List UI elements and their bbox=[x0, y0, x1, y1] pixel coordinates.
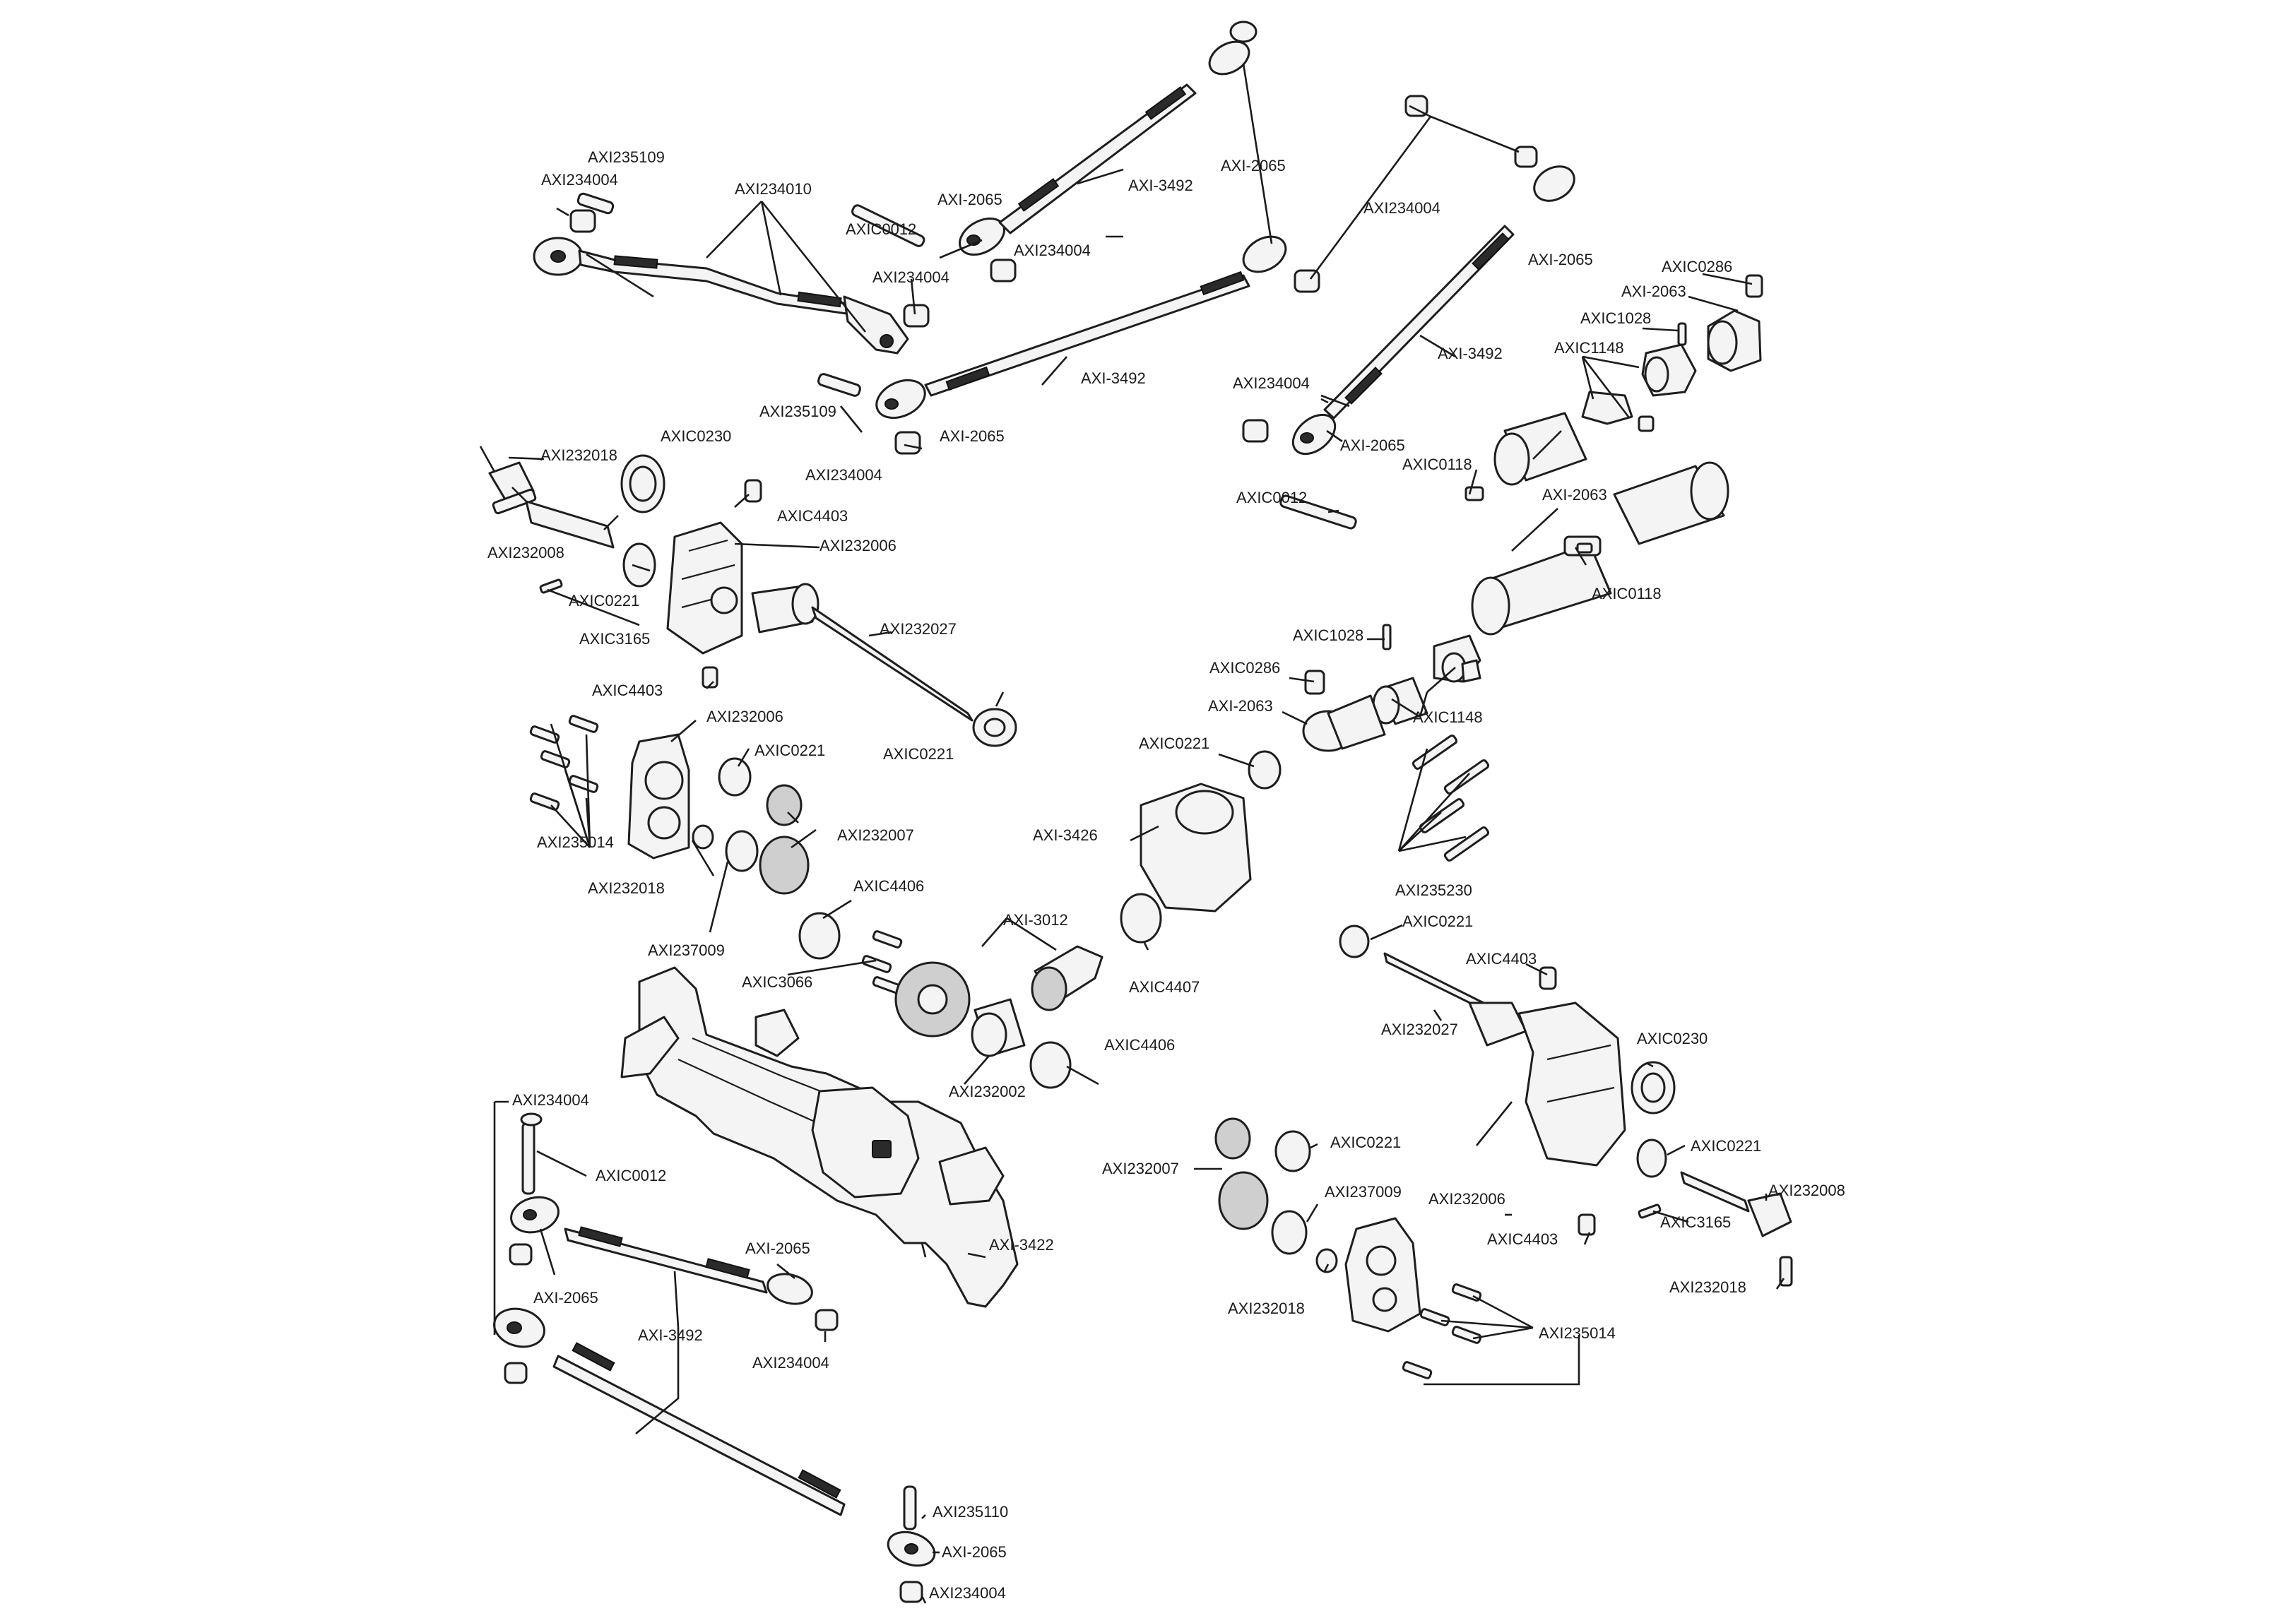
label-axic4403-left-mid: AXIC4403 bbox=[592, 682, 663, 699]
label-axi2065-lower-left: AXI-2065 bbox=[533, 1289, 598, 1307]
label-axic1028-top: AXIC1028 bbox=[1580, 309, 1651, 327]
label-axi232018-right: AXI232018 bbox=[1669, 1278, 1746, 1296]
label-axi235014-right: AXI235014 bbox=[1539, 1324, 1616, 1342]
label-axi237009-left: AXI237009 bbox=[648, 941, 725, 959]
left-knuckle-upper bbox=[488, 454, 762, 689]
label-axi235230: AXI235230 bbox=[1395, 881, 1472, 899]
label-axi234004-right-top: AXI234004 bbox=[1363, 199, 1440, 217]
label-axi232018-right-mid: AXI232018 bbox=[1228, 1300, 1305, 1317]
right-knuckle-assembly bbox=[1339, 735, 1793, 1287]
left-stub-axle bbox=[751, 583, 1017, 747]
label-axi2063-center: AXI-2063 bbox=[1208, 697, 1273, 715]
label-axic0286-top: AXIC0286 bbox=[1662, 258, 1732, 275]
label-axi234004-mid: AXI234004 bbox=[805, 466, 882, 484]
label-axi237009-right: AXI237009 bbox=[1325, 1183, 1402, 1201]
label-axi3426: AXI-3426 bbox=[1033, 826, 1098, 844]
label-axi3422: AXI-3422 bbox=[989, 1236, 1054, 1254]
label-axi2065-lower-bottom: AXI-2065 bbox=[942, 1543, 1007, 1561]
label-axic1028-mid: AXIC1028 bbox=[1293, 626, 1363, 644]
label-axi232027-right: AXI232027 bbox=[1381, 1021, 1458, 1038]
label-axic4403-left-top: AXIC4403 bbox=[777, 507, 848, 525]
label-axic0221-left-mid: AXIC0221 bbox=[883, 745, 954, 763]
label-axic3066: AXIC3066 bbox=[742, 973, 812, 991]
label-axi232006-left-mid: AXI232006 bbox=[706, 708, 783, 725]
yoke-assembly-center bbox=[1302, 624, 1481, 752]
label-axi232018-left-mid: AXI232018 bbox=[588, 879, 665, 897]
label-axic3165-left: AXIC3165 bbox=[579, 630, 650, 648]
label-axi232007-right: AXI232007 bbox=[1102, 1160, 1179, 1177]
label-axic0012-top: AXIC0012 bbox=[846, 220, 916, 238]
label-axic3165-right: AXIC3165 bbox=[1660, 1213, 1731, 1231]
label-axic4406-center: AXIC4406 bbox=[1104, 1036, 1175, 1054]
label-axi232006-right: AXI232006 bbox=[1428, 1190, 1505, 1208]
upper-link-left bbox=[533, 192, 930, 355]
left-gear-cover bbox=[529, 715, 841, 960]
label-axic0221-left-top: AXIC0221 bbox=[569, 592, 639, 610]
axle-housing bbox=[620, 966, 1019, 1308]
label-axic0012-right: AXIC0012 bbox=[1236, 489, 1307, 506]
label-axi234010: AXI234010 bbox=[735, 180, 812, 198]
label-axi3492-mid: AXI-3492 bbox=[1081, 369, 1146, 387]
label-axi2065-lower-mid: AXI-2065 bbox=[745, 1239, 810, 1257]
label-axic0012-lower: AXIC0012 bbox=[596, 1167, 666, 1184]
label-axi234004-lower-bottom: AXI234004 bbox=[929, 1584, 1006, 1602]
label-axi235109-top: AXI235109 bbox=[588, 148, 665, 166]
label-axi234004-center-left: AXI234004 bbox=[872, 268, 949, 286]
label-axic0221-right-mid: AXIC0221 bbox=[1691, 1137, 1761, 1155]
label-axic1148-mid: AXIC1148 bbox=[1413, 708, 1483, 726]
label-axi3492-top: AXI-3492 bbox=[1128, 177, 1193, 194]
label-axi2065-right: AXI-2065 bbox=[1340, 436, 1405, 454]
label-axi232008-right: AXI232008 bbox=[1768, 1182, 1845, 1199]
label-axi235110: AXI235110 bbox=[933, 1503, 1008, 1521]
label-axi232007-left: AXI232007 bbox=[837, 826, 914, 844]
label-axic1148-top: AXIC1148 bbox=[1554, 339, 1624, 357]
label-axic0118-mid: AXIC0118 bbox=[1592, 585, 1662, 602]
label-axic4403-right-top: AXIC4403 bbox=[1466, 950, 1537, 968]
callout-labels: AXI235109 AXI234004 AXI234010 AXIC0012 A… bbox=[487, 148, 1845, 1602]
label-axi2065-right-top: AXI-2065 bbox=[1528, 251, 1593, 268]
label-axi234004-top-left: AXI234004 bbox=[541, 171, 618, 189]
label-axi232006-left-top: AXI232006 bbox=[819, 537, 896, 554]
center-differential bbox=[861, 750, 1282, 1089]
label-axic0118-top: AXIC0118 bbox=[1402, 456, 1472, 473]
label-axic0230-right: AXIC0230 bbox=[1637, 1030, 1708, 1047]
label-axic0230-left: AXIC0230 bbox=[661, 427, 731, 445]
label-axi232008-left: AXI232008 bbox=[487, 544, 564, 561]
label-axic0286-mid: AXIC0286 bbox=[1209, 659, 1280, 677]
label-axi2065-top-left: AXI-2065 bbox=[937, 191, 1002, 208]
label-axic4406-left: AXIC4406 bbox=[853, 877, 924, 895]
label-axi3492-lower: AXI-3492 bbox=[638, 1326, 703, 1344]
label-axic0221-left-gear: AXIC0221 bbox=[755, 742, 825, 759]
label-axi235014-left: AXI235014 bbox=[537, 833, 614, 851]
upper-link-lower bbox=[817, 235, 1287, 455]
label-axi232018-top-left: AXI232018 bbox=[540, 446, 617, 464]
label-axi2063-top: AXI-2063 bbox=[1621, 283, 1686, 300]
splined-shaft-mid bbox=[1471, 461, 1729, 636]
label-axi232002: AXI232002 bbox=[949, 1083, 1026, 1100]
label-axic4403-right-mid: AXIC4403 bbox=[1487, 1230, 1558, 1248]
label-axi2065-top-right: AXI-2065 bbox=[1221, 157, 1286, 174]
label-axic0221-right-gear: AXIC0221 bbox=[1330, 1134, 1401, 1151]
right-gear-cover bbox=[1214, 1117, 1482, 1379]
label-axic0221-center: AXIC0221 bbox=[1139, 735, 1209, 752]
label-axic4407: AXIC4407 bbox=[1129, 978, 1200, 996]
lower-links-left bbox=[493, 1112, 936, 1603]
label-axi2063-mid: AXI-2063 bbox=[1542, 486, 1607, 504]
label-axic0221-right-top: AXIC0221 bbox=[1402, 912, 1473, 930]
label-axi232027-left: AXI232027 bbox=[880, 620, 957, 638]
label-axi3492-right: AXI-3492 bbox=[1438, 345, 1503, 362]
label-axi234004-lower-top: AXI234004 bbox=[512, 1091, 589, 1109]
label-axi2065-mid: AXI-2065 bbox=[940, 427, 1005, 445]
leader-lines bbox=[479, 63, 1785, 1604]
label-axi234004-top-mid: AXI234004 bbox=[1014, 242, 1091, 259]
upper-link-far-right bbox=[1242, 95, 1575, 530]
label-axi235109-mid: AXI235109 bbox=[759, 403, 836, 420]
label-axi3012: AXI-3012 bbox=[1003, 911, 1068, 929]
label-axi234004-lower-mid: AXI234004 bbox=[752, 1354, 829, 1372]
label-axi234004-right: AXI234004 bbox=[1233, 374, 1310, 392]
